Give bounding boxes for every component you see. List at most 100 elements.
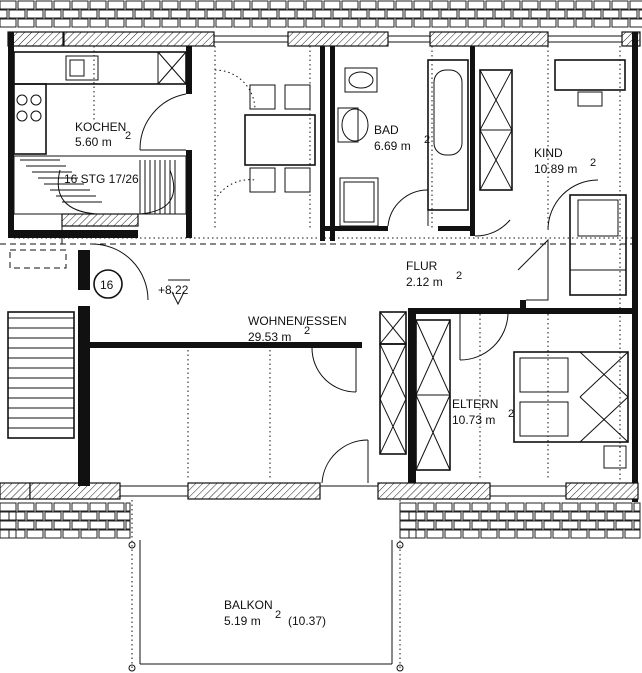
unit-sup-bad: 2 xyxy=(424,134,430,146)
roof-tile xyxy=(62,511,80,521)
roof-tile xyxy=(98,529,116,539)
roof-tile xyxy=(125,0,143,10)
roof-tile xyxy=(17,520,35,530)
roof-tile xyxy=(624,511,641,521)
roof-tile xyxy=(395,18,413,28)
roof-tile xyxy=(588,511,606,521)
roof-tile xyxy=(116,529,131,539)
roof-tile xyxy=(98,511,116,521)
roof-tile xyxy=(80,9,98,19)
roof-tile xyxy=(399,529,417,539)
roof-tile xyxy=(629,18,642,28)
roof-tile xyxy=(566,9,584,19)
roof-tile xyxy=(503,18,521,28)
roof-tile xyxy=(498,511,516,521)
roof-tile xyxy=(215,0,233,10)
roof-tile xyxy=(17,0,35,10)
room-name-wohnen: WOHNEN/ESSEN xyxy=(248,314,347,328)
roof-tile xyxy=(305,0,323,10)
roof-tile xyxy=(525,520,543,530)
roof-tile xyxy=(512,9,530,19)
roof-tile xyxy=(417,520,435,530)
roof-tile xyxy=(444,529,462,539)
unit-sup-balkon: 2 xyxy=(275,609,281,621)
roof-tile xyxy=(368,9,386,19)
roof-tile xyxy=(53,0,71,10)
roof-tile xyxy=(17,502,35,512)
roof-tile xyxy=(278,9,296,19)
roof-tile xyxy=(0,9,8,19)
roof-tile xyxy=(341,18,359,28)
roof-tile xyxy=(116,9,134,19)
roof-tile xyxy=(233,18,251,28)
roof-tile xyxy=(435,502,453,512)
roof-tile xyxy=(597,502,615,512)
roof-tile xyxy=(53,502,71,512)
room-area-eltern: 10.73 m xyxy=(452,413,495,427)
room-name-bad: BAD xyxy=(374,123,399,137)
roof-tile xyxy=(593,18,611,28)
bathroom-fixtures xyxy=(337,59,469,227)
roof-tile xyxy=(233,0,251,10)
roof-tile xyxy=(449,0,467,10)
roof-tile xyxy=(489,502,507,512)
roof-tile xyxy=(557,0,575,10)
roof-tile xyxy=(498,529,516,539)
roof-tile xyxy=(8,9,26,19)
roof-tile xyxy=(143,0,161,10)
roof-tile xyxy=(557,18,575,28)
roof-tile xyxy=(26,9,44,19)
roof-tile xyxy=(611,18,629,28)
roof-tile xyxy=(26,529,44,539)
roof-tile xyxy=(534,511,552,521)
outer-walls xyxy=(0,31,641,502)
roof-tile xyxy=(534,529,552,539)
unit-sup-flur: 2 xyxy=(456,270,462,282)
roof-tile xyxy=(251,0,269,10)
roof-tile xyxy=(579,520,597,530)
roof-tile xyxy=(89,18,107,28)
roof-tile xyxy=(350,9,368,19)
roof-tile xyxy=(431,18,449,28)
dining-table xyxy=(214,69,316,201)
roof-tile xyxy=(435,520,453,530)
wardrobes xyxy=(379,69,513,471)
roof-tile xyxy=(399,520,417,530)
roof-tile xyxy=(458,9,476,19)
roof-tile xyxy=(471,520,489,530)
roof-tile xyxy=(269,0,287,10)
roof-tile xyxy=(444,511,462,521)
roof-tile xyxy=(449,18,467,28)
roof-tiles-top xyxy=(0,0,642,28)
room-area-balkon: 5.19 m xyxy=(224,614,261,628)
roof-tile xyxy=(638,9,642,19)
roof-tile xyxy=(525,502,543,512)
roof-tile xyxy=(251,18,269,28)
living-doors xyxy=(311,347,369,484)
balcony xyxy=(128,500,404,672)
roof-tile xyxy=(494,9,512,19)
roof-tile xyxy=(426,529,444,539)
roof-tile xyxy=(530,9,548,19)
room-area-extra-balkon: (10.37) xyxy=(288,614,326,628)
roof-tile xyxy=(629,0,642,10)
room-area-wohnen: 29.53 m xyxy=(248,330,291,344)
room-labels: KOCHEN 5.60 m 2 BAD 6.69 m 2 KIND 10.89 … xyxy=(64,120,596,628)
roof-tile xyxy=(323,18,341,28)
roof-tile xyxy=(332,9,350,19)
roof-tile xyxy=(179,0,197,10)
roof-tile xyxy=(606,511,624,521)
roof-tile xyxy=(624,529,641,539)
roof-tile xyxy=(633,502,641,512)
room-area-kind: 10.89 m xyxy=(534,162,577,176)
eltern-bed xyxy=(459,313,629,469)
roof-tile xyxy=(516,511,534,521)
roof-tile xyxy=(413,0,431,10)
roof-tiles-bottom xyxy=(0,502,641,539)
roof-tile xyxy=(71,0,89,10)
roof-tile xyxy=(377,18,395,28)
roof-tile xyxy=(35,0,53,10)
reference-lines xyxy=(0,46,632,480)
roof-tile xyxy=(152,9,170,19)
roof-tile xyxy=(89,0,107,10)
